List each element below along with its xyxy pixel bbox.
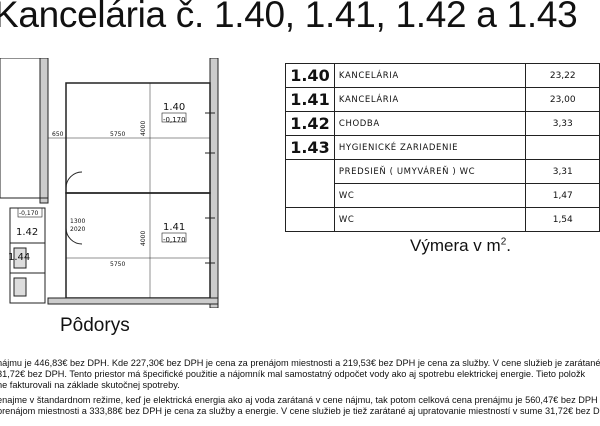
room-area: 1,54 bbox=[525, 207, 600, 232]
room-area: 23,00 bbox=[525, 87, 600, 112]
dim-label: 4000 bbox=[140, 231, 147, 246]
area-caption: Výmera v m2. bbox=[410, 236, 511, 256]
area-caption-end: . bbox=[506, 236, 511, 255]
room-number: 1.42 bbox=[285, 111, 335, 136]
room-area: 3,31 bbox=[525, 159, 600, 184]
dim-label: 650 bbox=[52, 131, 64, 138]
note-line: nájmu je 446,83€ bez DPH. Kde 227,30€ be… bbox=[0, 358, 600, 368]
plan-caption: Pôdorys bbox=[60, 315, 130, 336]
room-number: 1.43 bbox=[285, 135, 335, 160]
room-number: 1.41 bbox=[285, 87, 335, 112]
dim-label: 1300 bbox=[70, 218, 85, 225]
room-name: CHODBA bbox=[333, 111, 527, 136]
room-number bbox=[285, 159, 335, 184]
table-row: 1.41 KANCELÁRIA 23,00 bbox=[285, 87, 600, 112]
table-row: 1.42 CHODBA 3,33 bbox=[285, 111, 600, 136]
note-paragraph-1: nájmu je 446,83€ bez DPH. Kde 227,30€ be… bbox=[0, 358, 600, 391]
note-line: prenájom miestnosti a 333,88€ bez DPH je… bbox=[0, 406, 600, 416]
page-title: Kancelária č. 1.40, 1.41, 1.42 a 1.43 bbox=[0, 0, 578, 35]
note-line: 31,72€ bez DPH. Tento priestor má špecif… bbox=[0, 369, 586, 379]
room-area: 23,22 bbox=[525, 63, 600, 88]
room-area: 1,47 bbox=[525, 183, 600, 208]
table-row: PREDSIEŇ ( UMYVÁREŇ ) WC 3,31 bbox=[285, 159, 600, 184]
dim-label: 4000 bbox=[140, 121, 147, 136]
room-number bbox=[285, 183, 335, 208]
room-1-41-number: 1.41 bbox=[163, 222, 185, 233]
area-table: 1.40 KANCELÁRIA 23,22 1.41 KANCELÁRIA 23… bbox=[285, 63, 600, 232]
room-name: PREDSIEŇ ( UMYVÁREŇ ) WC bbox=[333, 159, 527, 184]
note-line: ne fakturovali na základe skutočnej spot… bbox=[0, 380, 180, 390]
room-1-40-number: 1.40 bbox=[163, 102, 185, 113]
room-1-40-level: -0,170 bbox=[163, 116, 186, 124]
floor-plan: -0,170 1.40 -0,170 1.41 1.42 1.44 650 57… bbox=[0, 58, 219, 308]
room-1-41-level: -0,170 bbox=[163, 236, 186, 244]
dim-label: 2020 bbox=[70, 226, 85, 233]
note-line: enajme v štandardnom režime, keď je elek… bbox=[0, 395, 598, 405]
room-number: 1.40 bbox=[285, 63, 335, 88]
room-name: WC bbox=[333, 207, 527, 232]
table-row: 1.40 KANCELÁRIA 23,22 bbox=[285, 63, 600, 88]
room-1-44-number: 1.44 bbox=[8, 252, 30, 263]
room-name: WC bbox=[333, 183, 527, 208]
room-name: KANCELÁRIA bbox=[333, 87, 527, 112]
room-area: 3,33 bbox=[525, 111, 600, 136]
note-paragraph-2: enajme v štandardnom režime, keď je elek… bbox=[0, 395, 600, 417]
dim-label: -0,170 bbox=[19, 210, 39, 217]
room-number bbox=[285, 207, 335, 232]
room-name: HYGIENICKÉ ZARIADENIE bbox=[333, 135, 527, 160]
table-row: WC 1,47 bbox=[285, 183, 600, 208]
dim-label: 5750 bbox=[110, 261, 125, 268]
room-1-42-number: 1.42 bbox=[16, 227, 38, 238]
area-caption-text: Výmera v m bbox=[410, 236, 501, 255]
table-row: 1.43 HYGIENICKÉ ZARIADENIE bbox=[285, 135, 600, 160]
area-caption-sup: 2 bbox=[500, 236, 507, 248]
room-name: KANCELÁRIA bbox=[333, 63, 527, 88]
price-notes: nájmu je 446,83€ bez DPH. Kde 227,30€ be… bbox=[0, 358, 600, 421]
room-area bbox=[525, 135, 600, 160]
table-row: WC 1,54 bbox=[285, 207, 600, 232]
dim-label: 5750 bbox=[110, 131, 125, 138]
